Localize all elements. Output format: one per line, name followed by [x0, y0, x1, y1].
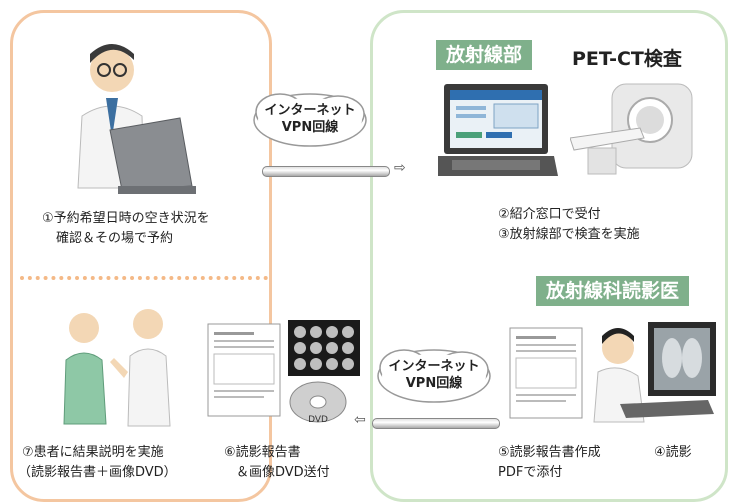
- doctor2-head: [133, 309, 163, 339]
- step5-line1: ⑤読影報告書作成: [498, 445, 601, 460]
- step23-line2: ③放射線部で検査を実施: [498, 227, 640, 242]
- step1-line1: ①予約希望日時の空き状況を: [42, 211, 210, 226]
- patient-body: [63, 352, 107, 425]
- referring-clinic-panel: [10, 10, 272, 502]
- step1-line2: 確認＆その場で予約: [56, 231, 174, 246]
- doctor2-coat: [127, 348, 171, 427]
- pet-ct-scanner-illustration: [570, 83, 693, 175]
- doctor-patient-illustration: [63, 309, 171, 427]
- radiologist-reading-illustration: [593, 322, 716, 423]
- vpn-pipe-top: [262, 166, 390, 177]
- laptop-base: [118, 186, 196, 194]
- section-divider: [20, 276, 268, 280]
- glasses-left: [97, 63, 111, 77]
- vpn-cloud-bottom: [377, 349, 491, 403]
- hospital-panel: [370, 10, 728, 502]
- laptop-illustration: [438, 84, 558, 176]
- doctor2-hand: [110, 358, 128, 378]
- arrow-right: ⇨: [394, 160, 406, 176]
- report-document-left: [207, 323, 281, 417]
- step7-line2: （読影報告書＋画像DVD）: [18, 465, 177, 480]
- pet-ct-title: PET-CT検査: [572, 48, 682, 70]
- scan-image-grid: [288, 320, 360, 376]
- radiology-dept-label: 放射線部: [436, 40, 533, 70]
- dvd-label: DVD: [308, 415, 328, 425]
- reader-label: 放射線科読影医: [536, 276, 690, 306]
- vpn-cloud-top: [253, 93, 367, 147]
- doctor-tie: [106, 98, 118, 138]
- doctor-hair: [90, 44, 134, 63]
- step7-line1: ⑦患者に結果説明を実施: [22, 445, 164, 460]
- step6-line2: ＆画像DVD送付: [236, 465, 330, 480]
- patient-head: [69, 313, 99, 343]
- vpn-bottom-line1: インターネット: [388, 359, 480, 374]
- step5-line2: PDFで添付: [498, 465, 563, 480]
- laptop-lid: [109, 117, 193, 191]
- arrow-left: ⇦: [354, 412, 366, 428]
- step4-line1: ④読影: [654, 445, 692, 460]
- vpn-top-line1: インターネット: [264, 103, 356, 118]
- vpn-bottom-line2: VPN回線: [405, 376, 463, 391]
- step23-line1: ②紹介窓口で受付: [498, 207, 601, 222]
- dvd-disc-icon: DVD: [289, 381, 347, 425]
- step6-line1: ⑥読影報告書: [224, 445, 301, 460]
- report-document-right: [509, 327, 583, 419]
- doctor-laptop-illustration: [77, 44, 196, 194]
- doctor-head: [90, 48, 134, 92]
- vpn-top-line2: VPN回線: [281, 120, 339, 135]
- glasses-right: [113, 63, 127, 77]
- vpn-pipe-bottom: [372, 418, 500, 429]
